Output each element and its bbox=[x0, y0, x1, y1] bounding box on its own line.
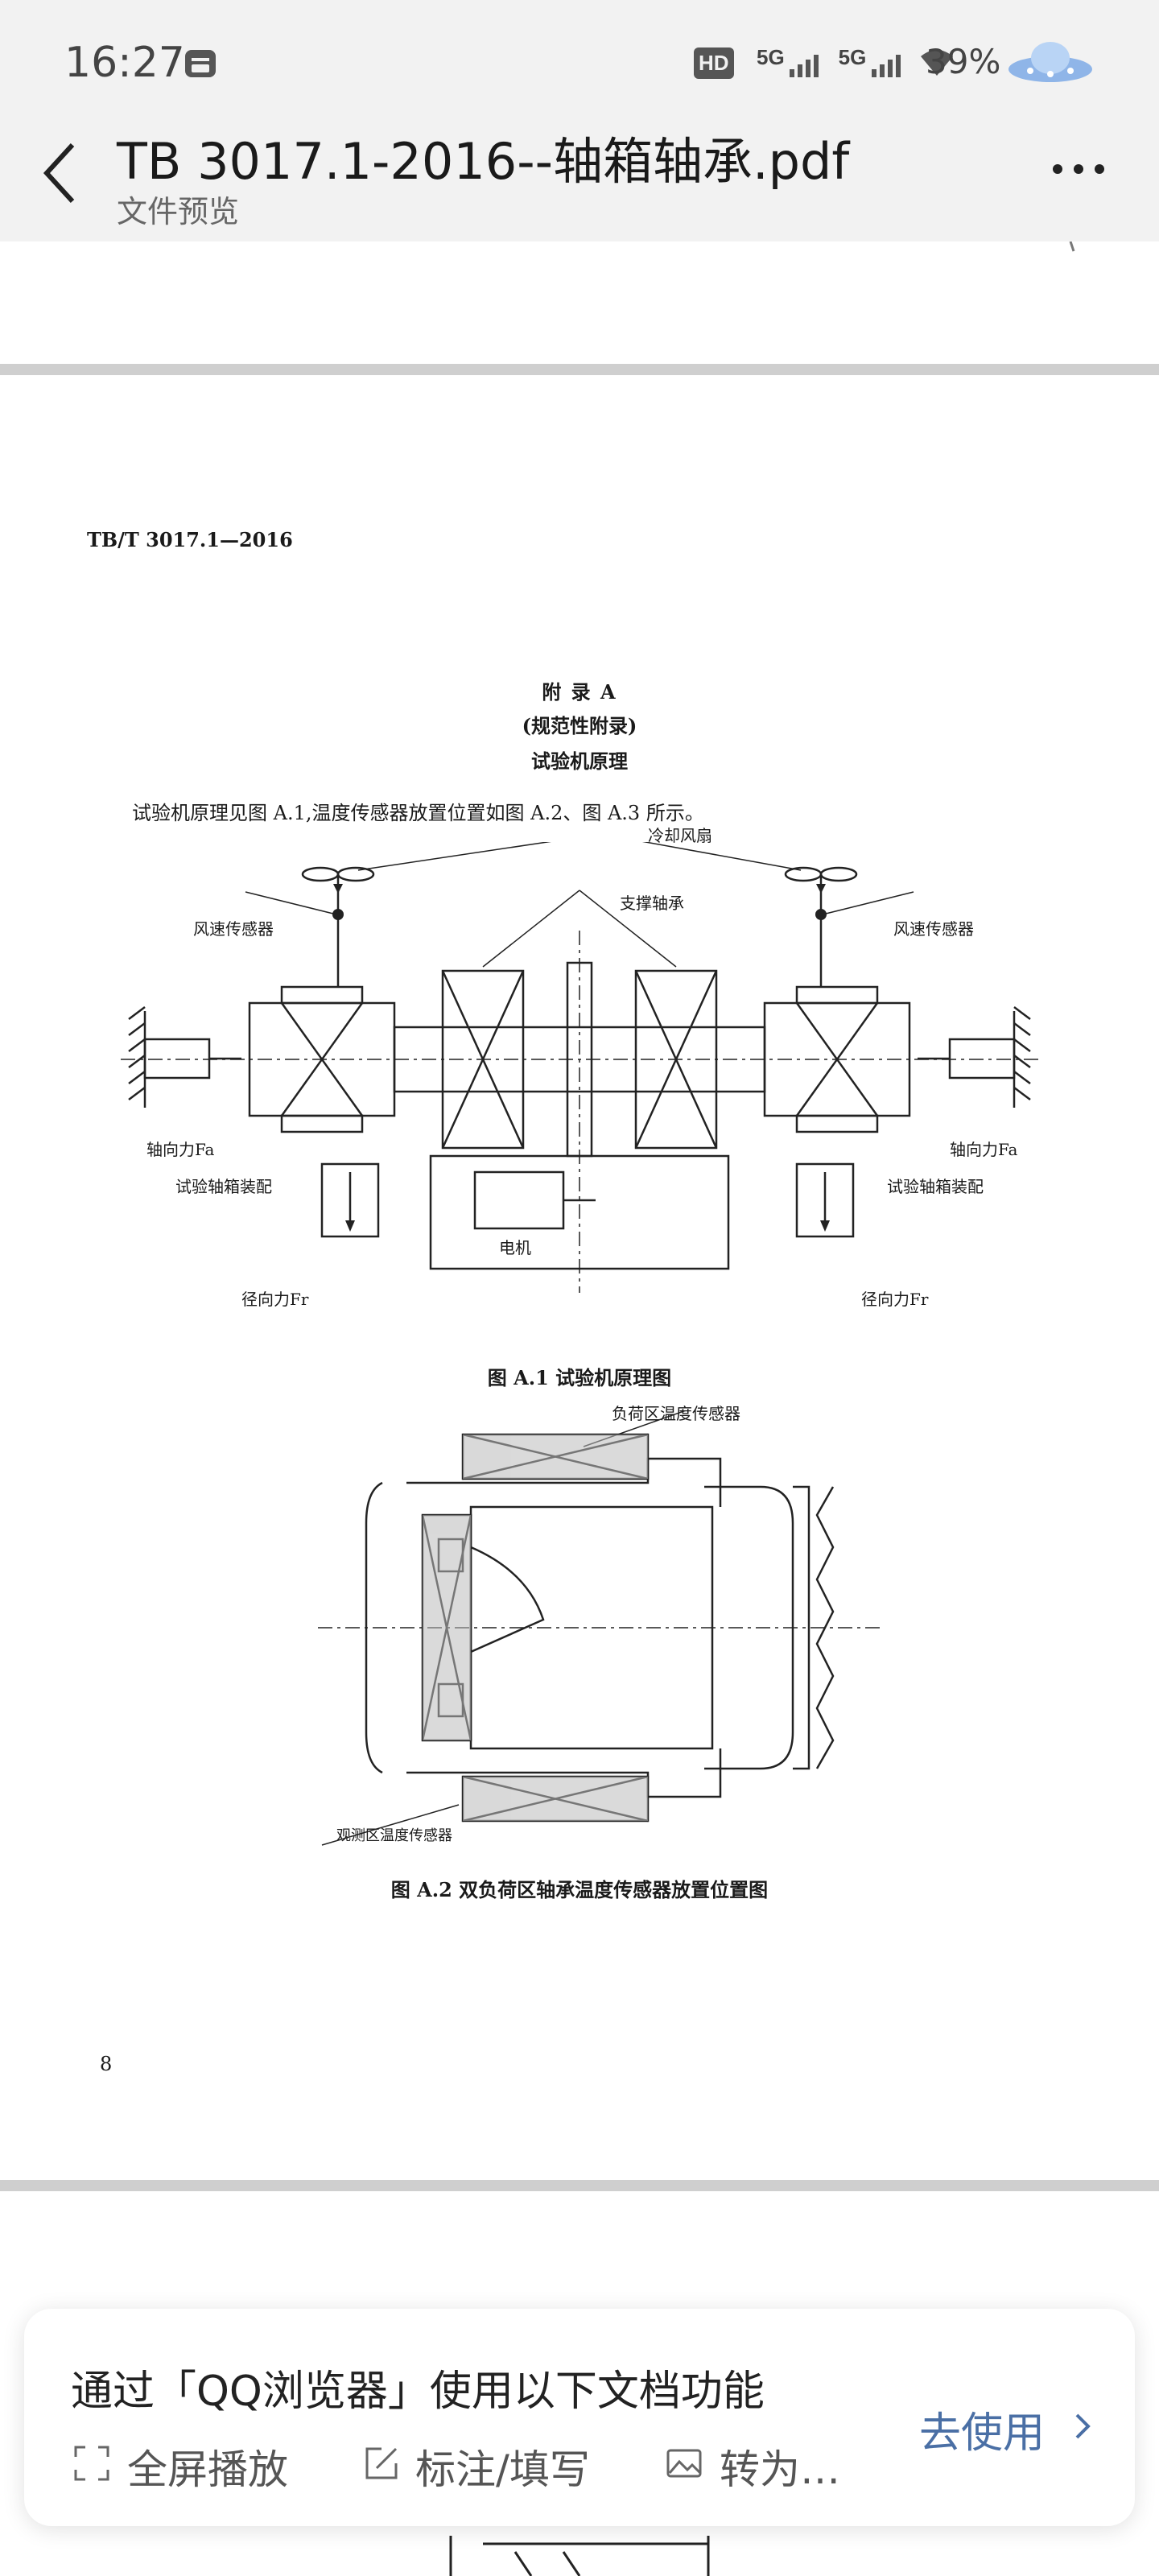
pdf-page[interactable]: TB/T 3017.1—2016 附 录 A (规范性附录) 试验机原理 试验机… bbox=[0, 375, 1159, 2178]
figure-a1-labels: 冷却风扇 风速传感器 风速传感器 支撑轴承 轴向力Fa 轴向力Fa 试验轴箱装配… bbox=[0, 794, 1159, 1341]
feature-annotate[interactable]: 标注/填写 bbox=[415, 2446, 590, 2493]
next-page-sliver bbox=[449, 2536, 710, 2576]
appendix-title: 附 录 A bbox=[542, 680, 617, 704]
ufo-battery-icon bbox=[1008, 42, 1092, 82]
label-axial-force-right: 轴向力Fa bbox=[950, 1140, 1018, 1159]
signal-icon-2 bbox=[871, 55, 901, 77]
page-separator bbox=[0, 364, 1159, 375]
page-separator-bottom bbox=[0, 2180, 1159, 2191]
label-motor: 电机 bbox=[499, 1238, 531, 1257]
document-subtitle: 文件预览 bbox=[117, 194, 240, 229]
5g-badge-2: 5G bbox=[838, 45, 867, 69]
feature-convert[interactable]: 转为… bbox=[720, 2446, 840, 2493]
back-arrow-icon[interactable] bbox=[32, 137, 89, 209]
figure-a1-test-machine-diagram bbox=[121, 842, 1038, 1293]
page-number: 8 bbox=[100, 2053, 113, 2075]
figure-a2-labels: 负荷区温度传感器 观测区温度传感器 bbox=[0, 1373, 1159, 1889]
figure-a1-caption: 图 A.1 试验机原理图 bbox=[487, 1366, 672, 1389]
label-test-assembly-right: 试验轴箱装配 bbox=[887, 1177, 984, 1196]
label-support-bearing: 支撑轴承 bbox=[620, 894, 684, 913]
label-radial-force-right: 径向力Fr bbox=[861, 1290, 929, 1309]
app-bar bbox=[0, 121, 1159, 242]
go-use-button[interactable]: 去使用 bbox=[919, 2409, 1046, 2458]
qq-browser-promo-banner[interactable]: 通过「QQ浏览器」使用以下文档功能 全屏播放 标注/填写 转为… 去使用 bbox=[24, 2309, 1135, 2526]
label-radial-force-left: 径向力Fr bbox=[241, 1290, 309, 1309]
battery-percent: 39% bbox=[926, 42, 1001, 81]
hd-badge: HD bbox=[694, 47, 734, 79]
standard-number: TB/T 3017.1—2016 bbox=[87, 528, 293, 551]
label-wind-sensor-right: 风速传感器 bbox=[893, 919, 974, 939]
notification-icon bbox=[185, 50, 216, 77]
chevron-right-icon[interactable] bbox=[1070, 2410, 1095, 2442]
status-bar: 16:27 HD 5G 5G 39% bbox=[0, 0, 1159, 121]
fullscreen-icon bbox=[74, 2446, 109, 2481]
convert-image-icon bbox=[666, 2449, 702, 2478]
label-test-assembly-left: 试验轴箱装配 bbox=[175, 1177, 272, 1196]
appendix-name: 试验机原理 bbox=[531, 749, 628, 773]
label-cooling-fan: 冷却风扇 bbox=[648, 826, 712, 845]
5g-badge-1: 5G bbox=[757, 45, 785, 69]
document-title: TB 3017.1-2016--轴箱轴承.pdf bbox=[117, 132, 850, 191]
wifi-icon bbox=[921, 50, 954, 76]
annotate-icon bbox=[365, 2447, 398, 2479]
page-edge-mark bbox=[1069, 241, 1075, 252]
previous-page-tail bbox=[0, 241, 1159, 362]
status-time: 16:27 bbox=[64, 39, 185, 87]
figure-a2-caption: 图 A.2 双负荷区轴承温度传感器放置位置图 bbox=[390, 1878, 769, 1901]
figure-a2-sensor-placement-diagram bbox=[318, 1410, 881, 1846]
body-paragraph: 试验机原理见图 A.1,温度传感器放置位置如图 A.2、图 A.3 所示。 bbox=[132, 802, 704, 824]
label-load-zone-sensor: 负荷区温度传感器 bbox=[612, 1404, 740, 1423]
appendix-type: (规范性附录) bbox=[522, 714, 637, 737]
more-options-icon[interactable] bbox=[1046, 145, 1111, 193]
signal-icon-1 bbox=[790, 55, 819, 77]
network-indicators: HD 5G 5G bbox=[694, 45, 957, 79]
label-axial-force-left: 轴向力Fa bbox=[146, 1140, 215, 1159]
feature-fullscreen[interactable]: 全屏播放 bbox=[127, 2446, 288, 2493]
label-wind-sensor-left: 风速传感器 bbox=[193, 919, 274, 939]
label-observe-zone-sensor: 观测区温度传感器 bbox=[336, 1827, 452, 1844]
banner-title: 通过「QQ浏览器」使用以下文档功能 bbox=[71, 2368, 765, 2416]
